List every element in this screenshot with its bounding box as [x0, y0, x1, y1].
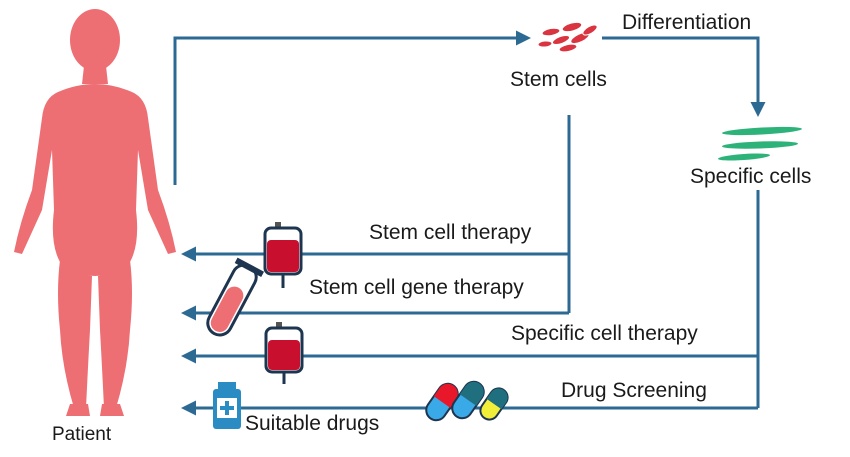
- stem-cell-therapy-label: Stem cell therapy: [369, 221, 532, 244]
- suitable-drugs-label: Suitable drugs: [245, 412, 380, 435]
- blood-bag-icon: [264, 322, 304, 384]
- differentiation-label: Differentiation: [622, 11, 752, 34]
- specific-cell-therapy-label: Specific cell therapy: [511, 322, 698, 345]
- patient-to-stem-arrow: [173, 30, 531, 185]
- differentiation-arrow: [602, 36, 766, 117]
- stem-cell-gene-therapy-label: Stem cell gene therapy: [309, 276, 524, 299]
- stem-cells-icon: [537, 21, 598, 53]
- blood-bag-icon: [263, 222, 303, 288]
- capsule-icon: [425, 382, 459, 422]
- drug-screening-label: Drug Screening: [561, 379, 707, 402]
- patient-label: Patient: [52, 424, 112, 445]
- patient-icon: [14, 9, 176, 416]
- specific-cells-icon: [718, 126, 802, 161]
- capsule-icon: [479, 387, 509, 421]
- test-tube-icon: [206, 257, 265, 337]
- capsule-icon: [451, 380, 485, 420]
- medicine-bottle-icon: [213, 382, 241, 429]
- stem-cells-label: Stem cells: [510, 68, 607, 91]
- specific-cells-label: Specific cells: [690, 165, 812, 188]
